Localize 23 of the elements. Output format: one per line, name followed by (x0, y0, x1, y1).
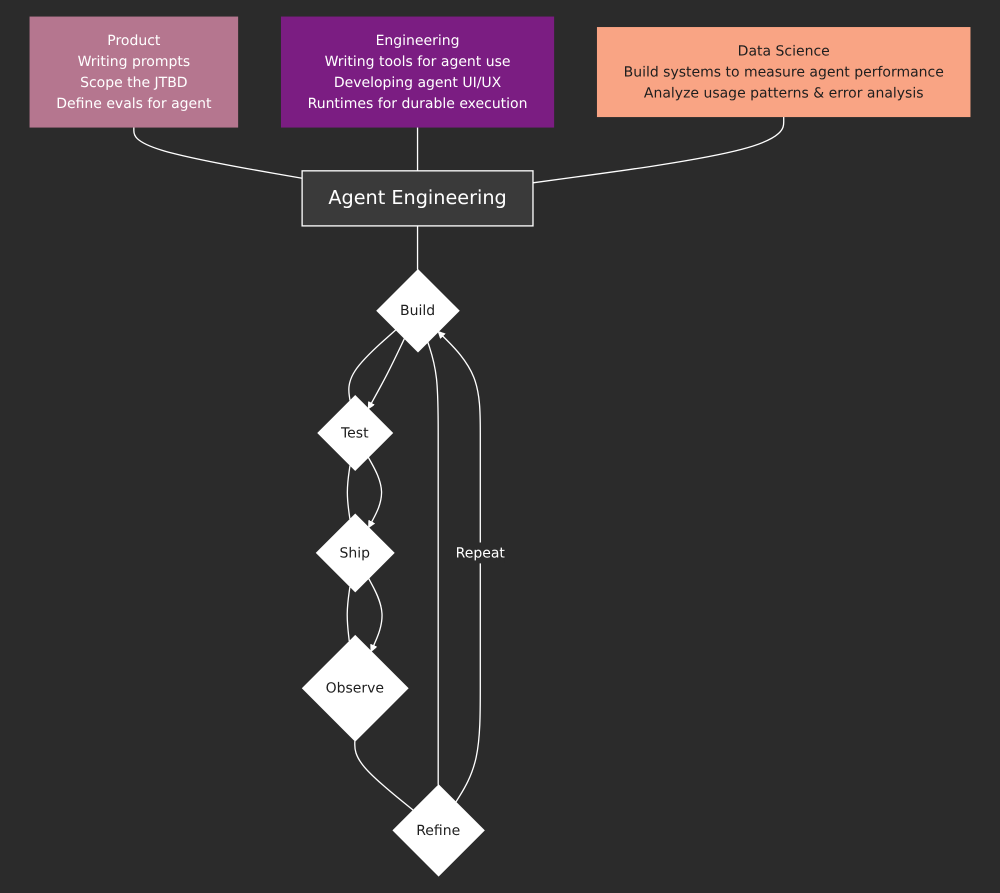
connector (346, 465, 351, 520)
connector (354, 741, 414, 811)
node-diamond: Refine (392, 784, 485, 877)
node-box: Agent Engineering (301, 170, 534, 227)
node-box: Product Writing prompts Scope the JTBD Define evals for agent (30, 16, 238, 128)
connector (348, 330, 396, 401)
node-diamond: Ship (316, 513, 395, 592)
arrow (368, 456, 382, 528)
connector (532, 116, 784, 184)
connector (416, 226, 418, 270)
connector (133, 127, 302, 179)
edge-label: Repeat (456, 544, 505, 561)
connector (427, 342, 439, 785)
arrow (368, 338, 405, 410)
connector (346, 586, 351, 642)
arrow (368, 578, 383, 652)
node-diamond: Build (376, 268, 460, 353)
node-box: Data Science Build systems to measure agent performance Analyze usage patterns & error analysis (596, 27, 970, 118)
connector (416, 127, 418, 171)
node-diamond: Test (317, 395, 394, 471)
arrow (438, 331, 481, 803)
node-diamond: Observe (302, 634, 409, 742)
node-box: Engineering Writing tools for agent use Developing agent UI/UX Runtimes for durable execution (280, 16, 554, 128)
